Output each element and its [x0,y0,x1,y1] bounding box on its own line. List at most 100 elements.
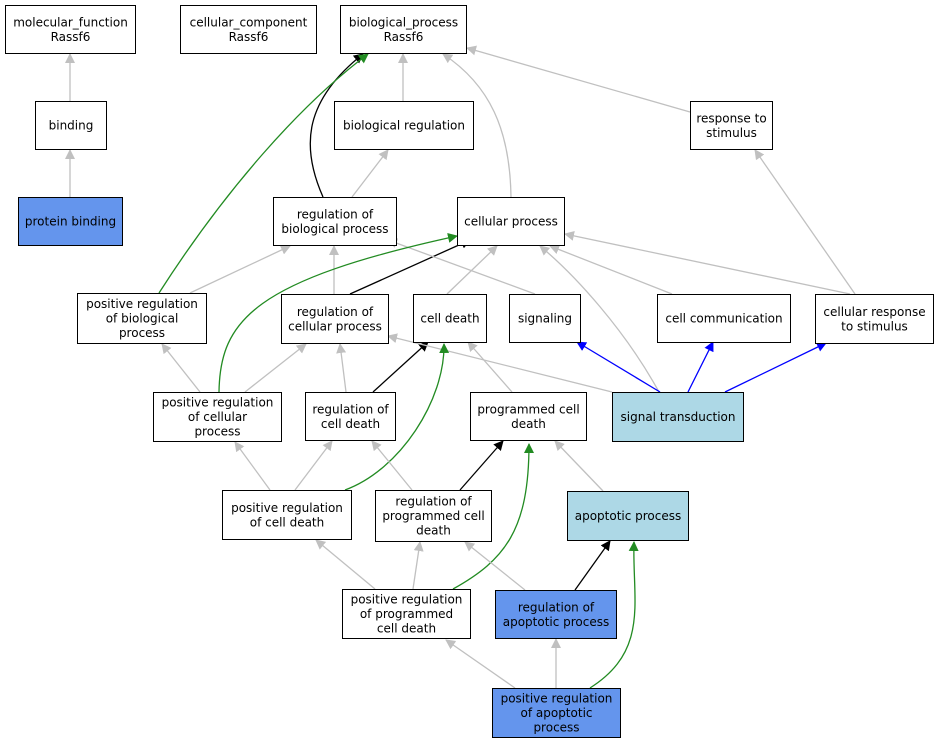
node-box [470,392,587,441]
node-celldeath[interactable]: cell death [413,294,487,343]
edge-cellresp-to-resp [754,149,856,295]
edge-posregcd-to-regcd [294,440,333,491]
node-label-line: biological regulation [343,119,465,133]
edge-line [459,440,504,491]
edge-line [234,441,271,491]
edge-regcd-to-regcell [336,343,347,393]
edge-posregapop-to-posregpcd [445,639,516,689]
node-binding[interactable]: binding [35,101,107,150]
node-box [153,392,282,442]
node-label-line: death [511,417,546,431]
edge-sigtrans-to-cellcomm [687,341,714,393]
edge-line [244,343,307,393]
node-bioreg[interactable]: biological regulation [334,101,474,150]
edge-posregpcd-to-regpcd [412,541,424,590]
edge-signaling-to-regbio [387,238,536,295]
edge-regpcd-to-regcd [371,440,413,491]
edge-line [574,540,611,591]
node-box [5,5,136,54]
node-label-line: regulation of [297,305,374,319]
node-label-line: protein binding [25,215,116,229]
node-sigtrans[interactable]: signal transduction [612,392,744,442]
edge-regcell-to-cellproc [349,239,471,295]
node-apop[interactable]: apoptotic process [567,491,689,541]
node-label-line: signaling [518,312,572,326]
node-label-line: response to [696,111,766,125]
node-box [612,392,744,442]
node-box [334,101,474,150]
node-box [340,5,467,54]
edge-sigtrans-to-regcell [387,333,613,393]
node-box [413,294,487,343]
node-box [18,197,123,246]
node-label-line: process [533,721,579,735]
edge-line [387,238,536,295]
node-label-line: cellular_component [190,15,308,29]
node-label-line: of biological [106,312,179,326]
node-label-line: cellular process [288,319,382,333]
node-label-line: process [194,425,240,439]
edge-regapop-to-regpcd [464,541,526,591]
node-cellproc[interactable]: cellular process [457,197,565,246]
node-label-line: cell death [377,622,436,636]
node-label-line: cellular response [823,305,925,319]
edge-line [344,343,450,491]
node-label-line: death [416,524,451,538]
node-label-line: regulation of [312,402,389,416]
node-box [495,590,617,639]
edge-line [464,541,526,591]
node-label-line: of cellular [188,410,247,424]
edge-regpcd-to-pcd [459,440,504,491]
edge-line [564,230,851,295]
edge-posregcd-to-posregcell [234,441,271,491]
node-box [281,294,389,344]
edge-sigtrans-to-signaling [576,341,661,393]
edge-resp-to-bp [466,45,691,113]
edge-line [351,149,389,198]
node-label-line: to stimulus [841,319,908,333]
edge-line [161,343,201,393]
edge-line [294,440,333,491]
edge-posregcell-to-cellproc [218,233,458,393]
node-label-line: cell communication [665,312,782,326]
edges-layer [65,45,856,689]
edge-line [445,639,516,689]
edge-cellproc-to-bp [442,53,512,198]
node-label-line: regulation of [518,600,595,614]
node-label-line: positive regulation [231,501,343,515]
edge-posregcell-to-regcell [244,343,307,393]
node-box [77,293,207,344]
node-signaling[interactable]: signaling [509,294,581,343]
edge-line [467,341,513,393]
edge-cellresp-to-cellproc [564,230,851,295]
node-label-line: cell death [420,312,479,326]
edge-posregpcd-to-pcd [452,443,534,590]
node-box [657,294,791,343]
edge-line [336,343,347,393]
node-label-line: of apoptotic [521,706,593,720]
node-box [305,392,396,441]
edge-posregbio-to-bp [158,53,369,294]
node-protbind[interactable]: protein binding [18,197,123,246]
edge-line [589,541,639,689]
node-box [815,294,934,344]
edge-line [387,333,613,393]
node-cellcomm[interactable]: cell communication [657,294,791,343]
